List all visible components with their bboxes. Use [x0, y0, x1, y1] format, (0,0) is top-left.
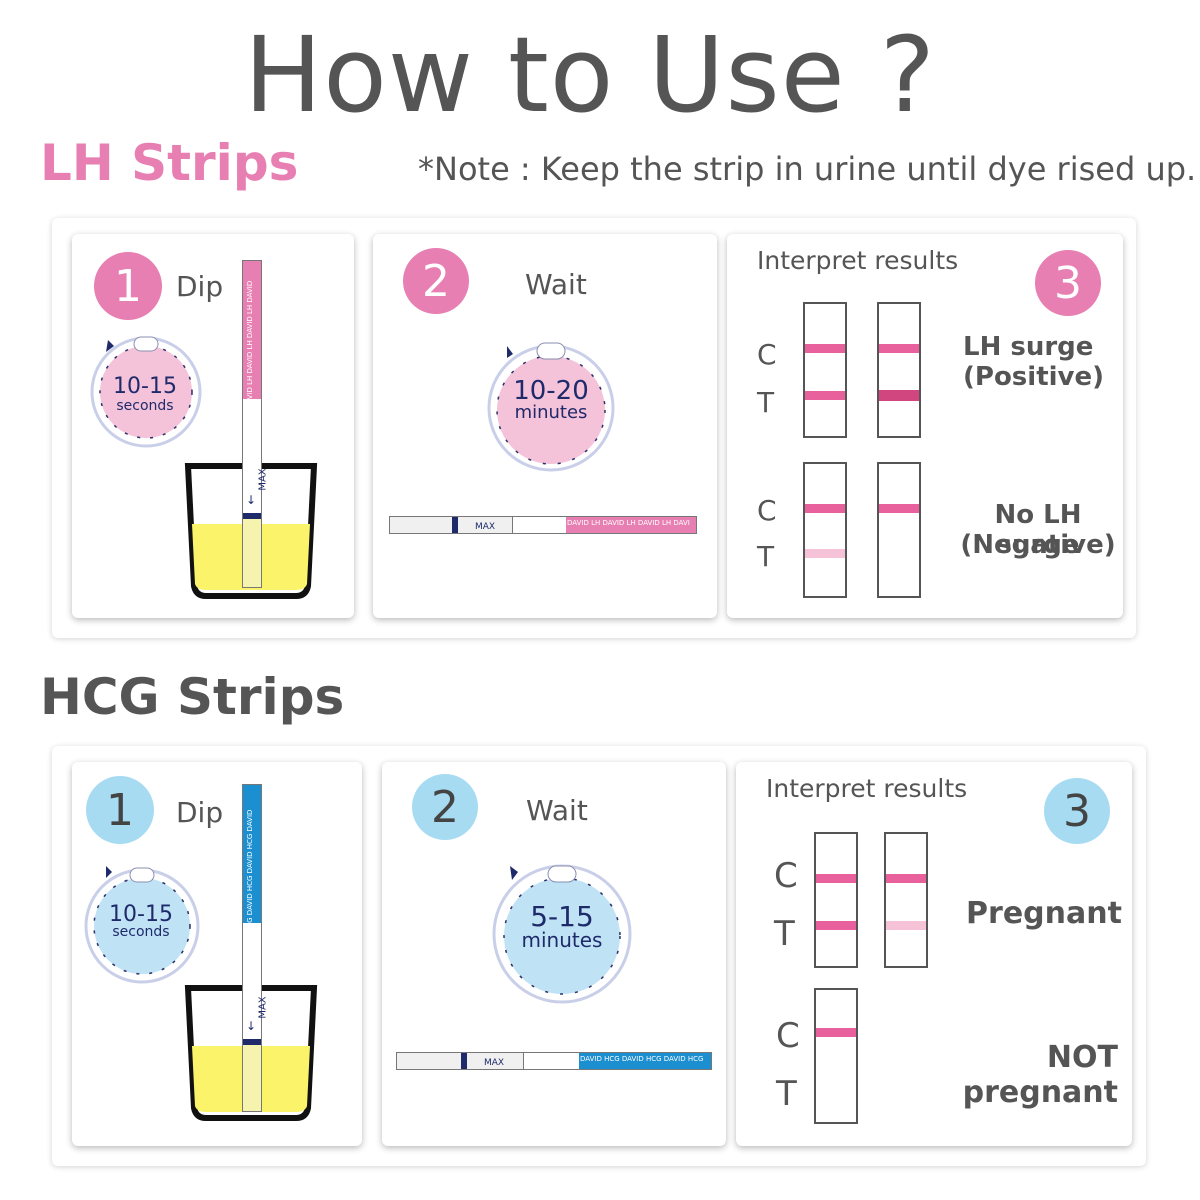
lh-step1-label: Dip	[176, 270, 224, 303]
timer-icon	[84, 866, 200, 984]
t-label: T	[776, 1074, 797, 1114]
hcg-section-heading: HCG Strips	[40, 668, 345, 726]
result-strip	[814, 832, 858, 968]
page-title: How to Use ?	[244, 14, 936, 136]
result-strip	[803, 302, 847, 438]
hcg-dip-strip: ↓	[242, 784, 262, 1112]
c-label: C	[757, 494, 777, 527]
lh-positive-sublabel: (Positive)	[963, 362, 1104, 392]
lh-dip-strip-text: DAVID LH DAVID LH DAVID LH DAVID	[246, 280, 254, 409]
result-strip	[884, 832, 928, 968]
max-arrow-icon: ↓	[246, 493, 257, 507]
lh-step3-title: Interpret results	[757, 246, 959, 275]
hcg-wait-strip	[396, 1052, 712, 1070]
c-label: C	[757, 338, 777, 371]
lh-wait-strip	[389, 516, 697, 534]
hcg-step3-title: Interpret results	[766, 774, 968, 803]
lh-step3-card: Interpret results 3 C T LH surge (Positi…	[727, 234, 1123, 618]
c-label: C	[774, 856, 798, 896]
lh-step1-max-label: MAX	[257, 468, 269, 491]
hcg-step1-number: 1	[86, 776, 154, 844]
hcg-step2-timer-value: 5-15	[530, 900, 594, 933]
hcg-pregnant-label: Pregnant	[966, 896, 1122, 931]
lh-step2-card: 2 Wait 10-20 minutes MAX DAVID LH DAVID …	[373, 234, 717, 618]
t-label: T	[757, 540, 775, 573]
hcg-step2-label: Wait	[526, 794, 588, 827]
t-label: T	[757, 386, 775, 419]
lh-positive-label: LH surge	[963, 332, 1094, 362]
hcg-step3-card: Interpret results 3 C T Pregnant C T NOT…	[736, 762, 1132, 1146]
lh-step1-card: 1 Dip 10-15 seconds ↓ MAX DAVID LH DAVID…	[72, 234, 354, 618]
hcg-step1-card: 1 Dip 10-15 seconds ↓ MAX HCG DAVID HCG …	[72, 762, 362, 1146]
hcg-step2-number: 2	[412, 774, 478, 840]
lh-section-heading: LH Strips	[40, 134, 299, 192]
result-strip	[814, 988, 858, 1124]
timer-icon	[90, 336, 202, 448]
hcg-dip-strip-text: HCG DAVID HCG DAVID HCG DAVID	[246, 809, 254, 933]
hcg-step2-card: 2 Wait 5-15 minutes MAX DAVID HCG DAVID …	[382, 762, 726, 1146]
hcg-step3-number: 3	[1044, 778, 1110, 844]
result-strip	[877, 462, 921, 598]
lh-dip-strip: ↓	[242, 260, 262, 588]
hcg-not-pregnant-label: NOT pregnant	[962, 1040, 1118, 1110]
t-label: T	[774, 914, 795, 954]
c-label: C	[776, 1016, 800, 1056]
lh-step1-timer-value: 10-15	[113, 374, 177, 399]
timer-icon	[487, 342, 615, 472]
lh-step2-timer-unit: minutes	[514, 402, 588, 423]
lh-step2-timer-value: 10-20	[513, 376, 589, 406]
timer-icon	[492, 864, 632, 1004]
lh-step1-number: 1	[94, 252, 162, 320]
hcg-step2-max-label: MAX	[484, 1058, 505, 1068]
lh-negative-sublabel: (Negative)	[960, 530, 1116, 560]
max-arrow-icon: ↓	[246, 1019, 257, 1033]
hcg-step2-timer-unit: minutes	[521, 928, 603, 952]
lh-step1-timer-unit: seconds	[116, 398, 174, 414]
lh-step3-number: 3	[1035, 250, 1101, 316]
lh-negative-label: No LH surge	[994, 500, 1082, 560]
result-strip	[877, 302, 921, 438]
lh-step2-number: 2	[403, 248, 469, 314]
hcg-step1-timer-unit: seconds	[112, 924, 170, 940]
note-text: *Note : Keep the strip in urine until dy…	[418, 150, 1197, 188]
hcg-step1-label: Dip	[176, 796, 224, 829]
hcg-step2-strip-text: DAVID HCG DAVID HCG DAVID HCG	[580, 1055, 704, 1063]
hcg-step1-timer-value: 10-15	[109, 902, 173, 927]
lh-step2-max-label: MAX	[475, 522, 496, 532]
result-strip	[803, 462, 847, 598]
lh-step2-strip-text: DAVID LH DAVID LH DAVID LH DAVI	[567, 519, 690, 527]
lh-step2-label: Wait	[525, 268, 587, 301]
hcg-step1-max-label: MAX	[257, 996, 269, 1019]
